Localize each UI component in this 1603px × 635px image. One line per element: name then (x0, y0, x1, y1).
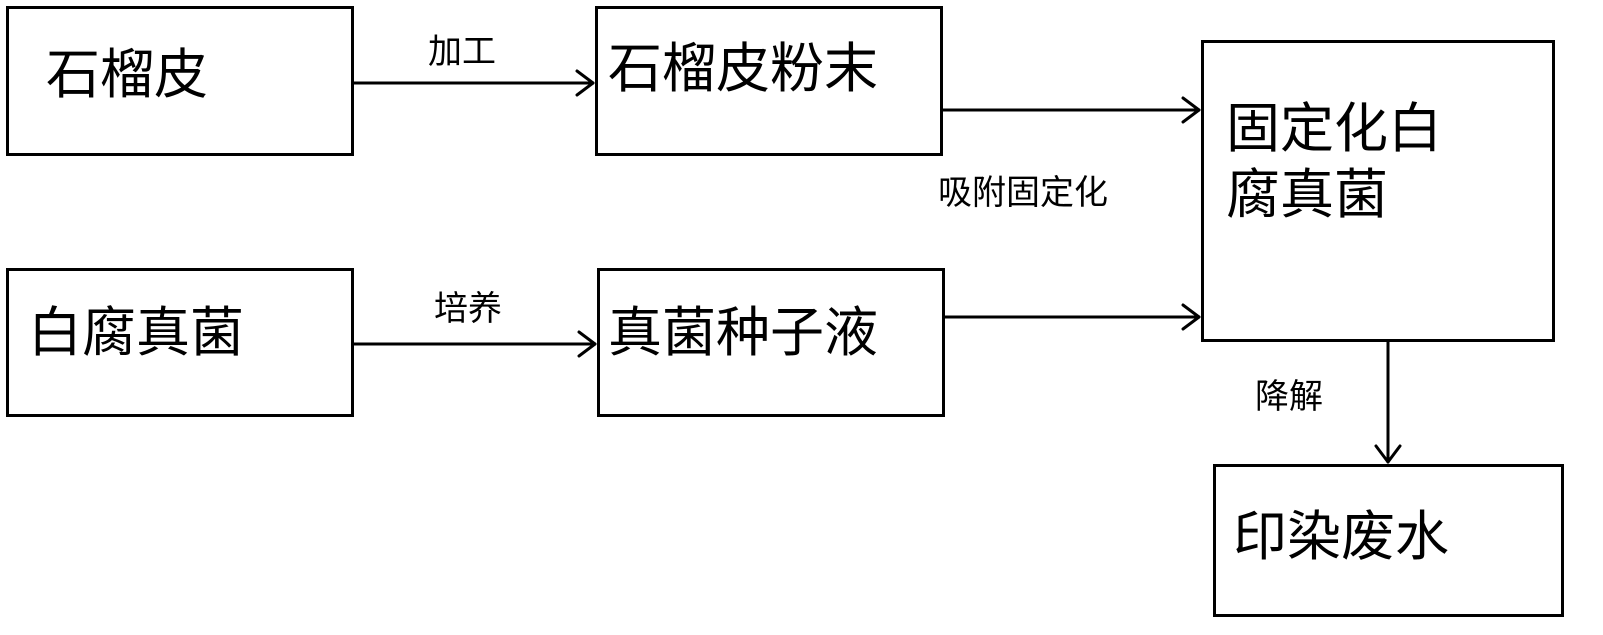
fungus-seed-liquid-box (597, 268, 945, 417)
pomegranate-powder-label: 石榴皮粉末 (608, 37, 878, 100)
pomegranate-peel-label: 石榴皮 (46, 43, 208, 106)
dye-wastewater-box (1213, 464, 1564, 617)
adsorb-fix-edge-label: 吸附固定化 (938, 173, 1108, 213)
white-rot-fungus-label: 白腐真菌 (28, 301, 244, 364)
arrow-seed-to-fixed (943, 303, 1201, 331)
pomegranate-peel-box (6, 6, 354, 156)
dye-wastewater-label: 印染废水 (1233, 505, 1449, 568)
pomegranate-powder-box (595, 6, 943, 156)
degrade-edge-label: 降解 (1255, 377, 1323, 417)
fungus-seed-liquid-label: 真菌种子液 (608, 301, 878, 364)
arrow-powder-to-fixed (941, 96, 1201, 124)
arrow-process (352, 69, 595, 97)
arrow-degrade (1374, 340, 1402, 464)
arrow-culture (352, 330, 597, 358)
white-rot-fungus-box (6, 268, 354, 417)
fixed-fungus-box (1201, 40, 1555, 342)
fixed-fungus-label: 固定化白腐真菌 (1226, 97, 1442, 226)
culture-edge-label: 培养 (434, 289, 502, 329)
process-edge-label: 加工 (428, 32, 496, 72)
